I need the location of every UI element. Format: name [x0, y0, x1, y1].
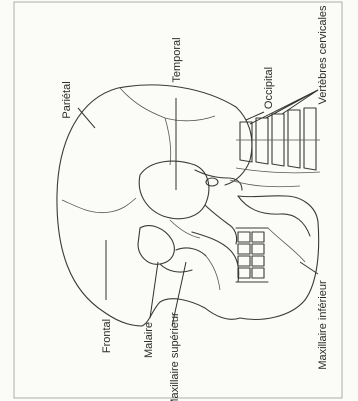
- face-region: [138, 226, 239, 290]
- label-maxillaire-inferieur: Maxillaire inférieur: [317, 280, 329, 370]
- leader-maxillaire-inferieur: [300, 262, 318, 274]
- label-frontal: Frontal: [101, 319, 113, 353]
- teeth: [236, 228, 268, 282]
- sutures: [62, 88, 215, 213]
- labels: Pariétal Temporal Occipital Vertèbres ce…: [61, 5, 329, 401]
- leader-lines: [78, 90, 318, 326]
- label-cervical: Vertèbres cervicales: [317, 5, 329, 105]
- cervical-vertebrae: [230, 108, 320, 187]
- label-parietal: Pariétal: [61, 81, 73, 118]
- label-maxillaire-superieur: Maxillaire supérieur: [169, 312, 181, 401]
- label-malaire: Malaire: [143, 322, 155, 358]
- mandible: [238, 196, 310, 262]
- label-occipital: Occipital: [263, 67, 275, 109]
- label-temporal: Temporal: [171, 37, 183, 82]
- temporal-region: [139, 161, 242, 244]
- leader-parietal: [78, 108, 95, 128]
